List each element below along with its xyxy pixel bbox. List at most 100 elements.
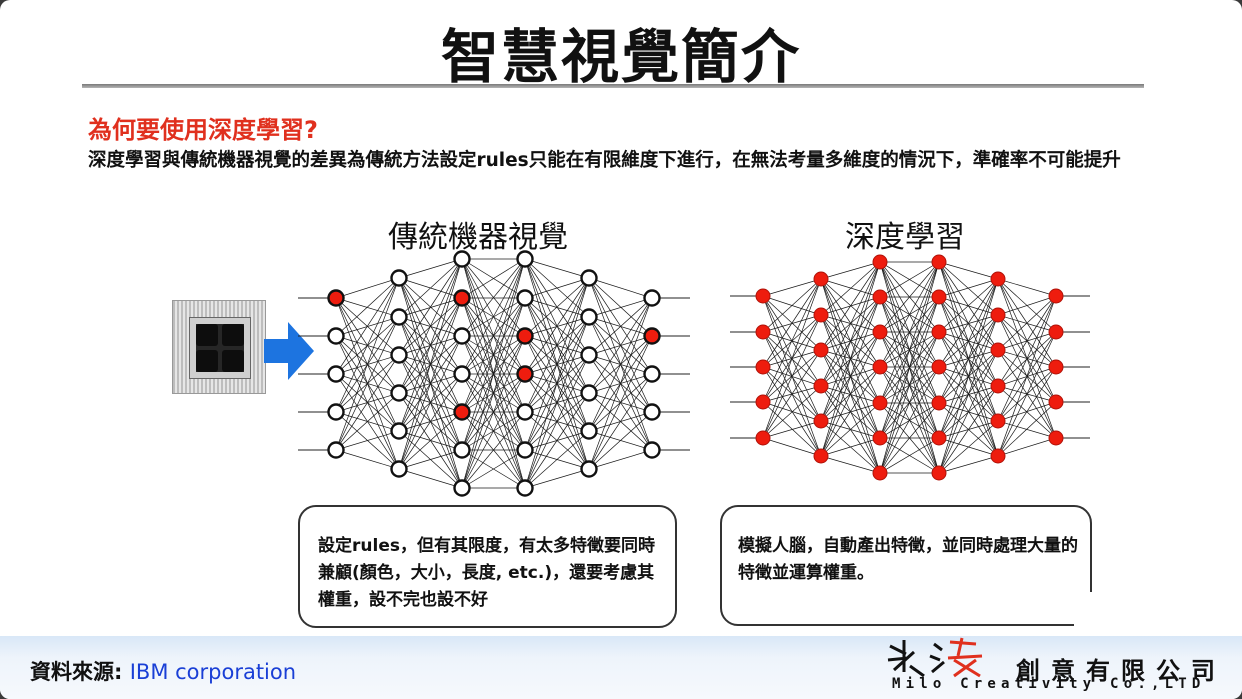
traditional-node-active — [453, 403, 471, 421]
deep-connection — [938, 349, 999, 474]
deep-connection — [879, 261, 940, 474]
source-value: IBM corporation — [129, 660, 297, 684]
traditional-connection — [398, 258, 463, 470]
deep-node-active — [1048, 288, 1064, 304]
deep-node-active — [872, 430, 888, 446]
traditional-connection — [461, 449, 526, 489]
deep-connection — [938, 278, 999, 474]
traditional-node — [643, 403, 661, 421]
traditional-connection — [335, 316, 400, 451]
traditional-connection — [461, 258, 526, 451]
deep-connection — [762, 437, 822, 457]
deep-connection — [938, 278, 999, 298]
deep-connection — [879, 296, 940, 474]
slide-title: 智慧視覺簡介 — [440, 23, 801, 91]
deep-connection — [997, 420, 1057, 439]
traditional-connection — [524, 277, 590, 451]
traditional-connection — [588, 297, 653, 432]
deep-node-active — [872, 359, 888, 375]
deep-connection — [879, 437, 940, 474]
deep-node-active — [931, 395, 947, 411]
deep-node-active — [755, 430, 771, 446]
deep-node-active — [813, 413, 829, 429]
deep-connection — [997, 295, 1057, 351]
traditional-connection — [335, 277, 400, 451]
deep-node-active — [931, 254, 947, 270]
traditional-connection — [524, 430, 590, 489]
traditional-connection — [588, 449, 653, 470]
traditional-connection — [524, 277, 590, 489]
deep-connection — [762, 401, 822, 422]
deep-connection — [997, 295, 1057, 316]
traditional-connection — [398, 411, 463, 470]
deep-connection — [938, 296, 999, 316]
traditional-connection — [335, 277, 400, 299]
traditional-connection — [398, 258, 463, 356]
deep-connection — [997, 278, 1057, 297]
deep-connection — [938, 278, 999, 439]
traditional-node — [453, 479, 471, 497]
deep-connection — [879, 261, 940, 439]
traditional-node — [580, 422, 598, 440]
traditional-node — [643, 441, 661, 459]
deep-node-active — [931, 430, 947, 446]
traditional-node — [453, 327, 471, 345]
deep-connection — [820, 437, 881, 457]
traditional-connection — [461, 258, 526, 299]
traditional-vision-callout: 設定rules，但有其限度，有太多特徵要同時兼顧(顏色，大小，長度, etc.)… — [298, 505, 677, 628]
traditional-connection — [398, 258, 463, 394]
traditional-connection — [588, 373, 653, 470]
deep-node-active — [990, 342, 1006, 358]
deep-connection — [820, 261, 881, 316]
deep-connection — [879, 402, 940, 474]
right-arrow-icon — [264, 322, 314, 380]
slide-question: 為何要使用深度學習? — [88, 116, 318, 144]
deep-connection — [997, 295, 1057, 422]
logo-english-text: Milo Creativity Co.,LTD — [892, 676, 1206, 692]
deep-connection — [879, 261, 940, 404]
traditional-node — [580, 460, 598, 478]
traditional-connection — [524, 277, 590, 299]
traditional-node — [390, 346, 408, 364]
traditional-node — [453, 250, 471, 268]
traditional-node-active — [643, 327, 661, 345]
deep-connection — [879, 366, 940, 474]
deep-connection — [879, 261, 940, 333]
traditional-node — [390, 422, 408, 440]
deep-node-active — [755, 394, 771, 410]
deep-connection — [997, 295, 1057, 387]
deep-connection — [762, 420, 822, 439]
traditional-node — [327, 365, 345, 383]
traditional-connection — [524, 277, 590, 413]
traditional-connection — [461, 258, 526, 489]
traditional-node — [516, 441, 534, 459]
deep-connection — [762, 278, 822, 439]
logo-chinese-text: 創意有限公司 — [1016, 656, 1226, 685]
deep-connection — [997, 366, 1057, 457]
deep-connection — [820, 261, 881, 387]
traditional-connection — [398, 297, 463, 470]
footer-band — [0, 636, 1242, 699]
traditional-connection — [335, 449, 400, 470]
deep-connection — [938, 455, 999, 474]
traditional-node — [580, 384, 598, 402]
deep-connection — [997, 437, 1057, 457]
deep-connection — [762, 278, 822, 368]
traditional-node — [390, 308, 408, 326]
deep-network — [730, 254, 1090, 481]
traditional-node — [580, 308, 598, 326]
deep-connection — [938, 261, 999, 280]
deep-node-active — [1048, 324, 1064, 340]
deep-node-active — [755, 324, 771, 340]
traditional-vision-label: 傳統機器視覺 — [388, 220, 568, 255]
chip-core — [189, 317, 251, 379]
traditional-connection — [588, 335, 653, 470]
deep-learning-callout: 模擬人腦，自動產出特徵，並同時處理大量的特徵並運算權重。 — [720, 505, 1092, 626]
traditional-connection — [335, 392, 400, 451]
traditional-connection — [461, 373, 526, 489]
traditional-connection — [398, 449, 463, 470]
deep-connection — [997, 314, 1057, 333]
traditional-node — [390, 269, 408, 287]
traditional-connection — [524, 316, 590, 489]
